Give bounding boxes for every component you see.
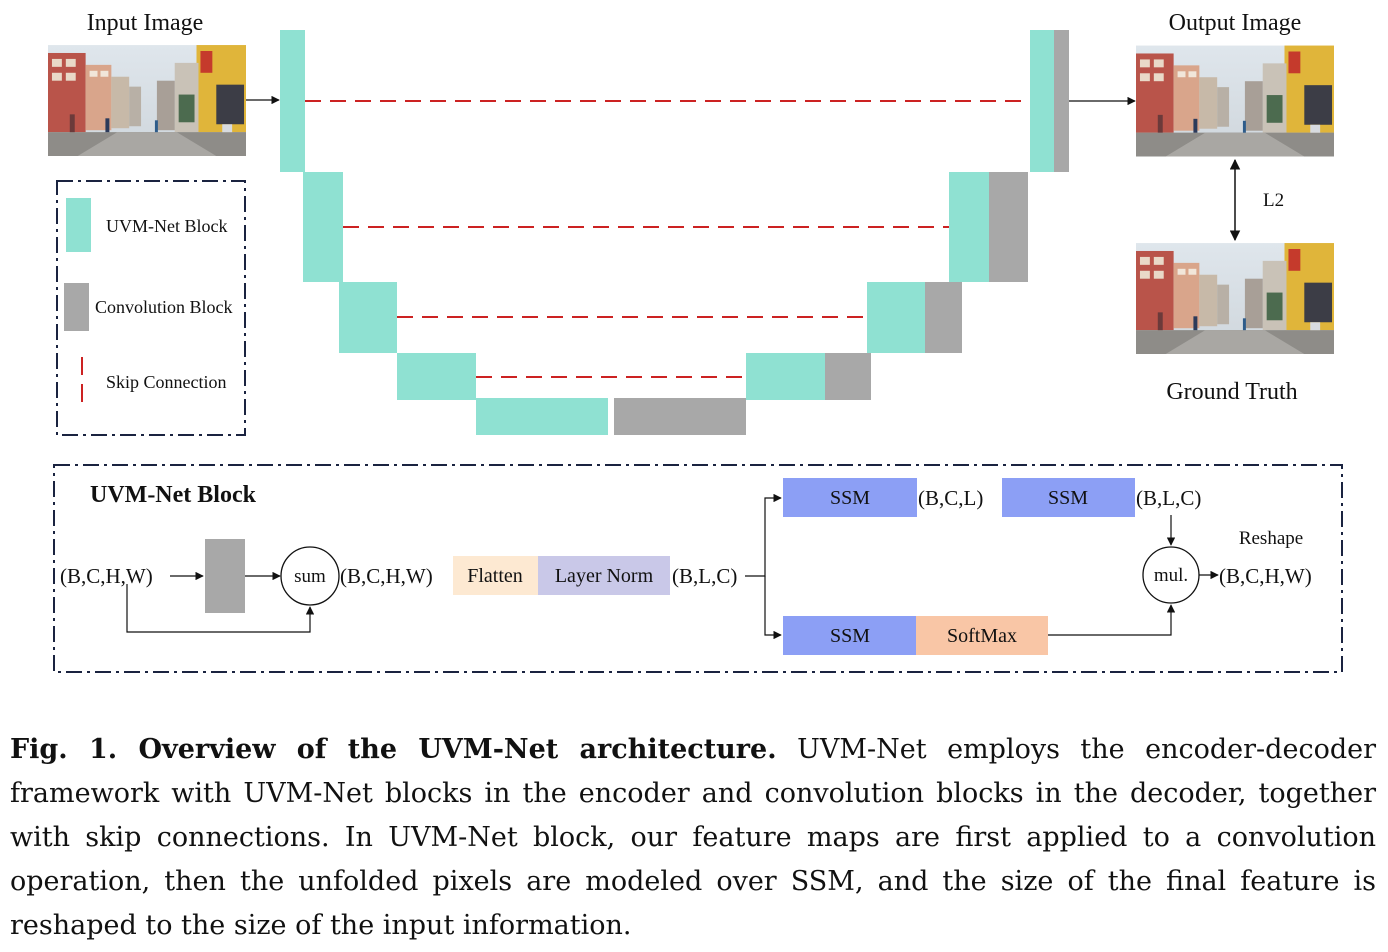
skip-connections <box>305 100 1030 378</box>
layernorm-label: Layer Norm <box>555 565 654 587</box>
decoder <box>614 30 1069 435</box>
output-image-label: Output Image <box>1169 10 1302 36</box>
flatten-box <box>453 556 538 595</box>
bottleneck-conv-block <box>614 398 746 435</box>
architecture-diagram: Input Image Output Image Ground Truth L2 <box>48 10 1343 673</box>
layernorm-box <box>538 556 670 595</box>
decoder-conv-block-2 <box>989 172 1028 282</box>
ground-truth-label: Ground Truth <box>1166 379 1297 405</box>
sum-node <box>280 546 340 606</box>
flatten-label: Flatten <box>467 565 523 587</box>
encoder-block-2 <box>303 172 343 282</box>
legend-skip-label: Skip Connection <box>106 372 227 392</box>
ssm-box-3 <box>783 616 916 655</box>
block-output-shape: (B,C,H,W) <box>1219 564 1312 588</box>
shape-after-norm: (B,L,C) <box>672 564 737 588</box>
legend-uvm-label: UVM-Net Block <box>106 216 227 236</box>
encoder-block-4 <box>397 353 476 400</box>
uvm-block-title: UVM-Net Block <box>90 482 257 508</box>
encoder-block-1 <box>280 30 305 172</box>
sum-label: sum <box>294 566 326 587</box>
encoder-block-3 <box>339 282 397 353</box>
encoder <box>280 30 608 435</box>
softmax-box <box>916 616 1048 655</box>
uvm-block-frame <box>53 464 1343 673</box>
ssm-label-3: SSM <box>830 625 870 647</box>
block-conv <box>205 539 245 613</box>
decoder-uvm-block-2 <box>949 172 989 282</box>
figure-caption: Fig. 1. Overview of the UVM-Net architec… <box>10 728 1376 948</box>
residual-path <box>126 584 315 633</box>
shape-after-ssm2: (B,L,C) <box>1136 486 1201 510</box>
decoder-conv-block-3 <box>925 282 962 353</box>
decoder-conv-block-4 <box>825 353 871 400</box>
softmax-label: SoftMax <box>947 625 1017 647</box>
shape-after-sum: (B,C,H,W) <box>340 564 433 588</box>
decoder-conv-block-1 <box>1054 30 1069 172</box>
legend-conv-icon <box>64 283 89 331</box>
ssm-box-2 <box>1002 478 1135 517</box>
branch-bottom <box>764 576 782 640</box>
legend-uvm-icon <box>66 198 91 252</box>
ssm-box-1 <box>783 478 917 517</box>
bottleneck-uvm-block <box>476 398 608 435</box>
uvm-block-detail: UVM-Net Block (B,C,H,W) sum (B,C,H,W) Fl… <box>53 464 1343 673</box>
input-image-label: Input Image <box>87 10 204 36</box>
ground-truth-image <box>1136 243 1334 354</box>
input-image <box>48 45 246 156</box>
shape-mid: (B,C,L) <box>918 486 983 510</box>
ssm-label-1: SSM <box>830 487 870 509</box>
legend-conv-label: Convolution Block <box>95 297 233 317</box>
legend: UVM-Net Block Convolution Block Skip Con… <box>56 180 246 436</box>
caption-lead: Fig. 1. Overview of the UVM-Net architec… <box>10 734 777 765</box>
arrow-to-mul-bottom <box>1048 604 1176 636</box>
decoder-uvm-block-1 <box>1030 30 1054 172</box>
branch-top <box>745 493 782 577</box>
decoder-uvm-block-4 <box>746 353 825 400</box>
output-image <box>1136 45 1334 157</box>
block-input-shape: (B,C,H,W) <box>60 564 153 588</box>
ssm-label-2: SSM <box>1048 487 1088 509</box>
l2-label: L2 <box>1263 190 1284 211</box>
decoder-uvm-block-3 <box>867 282 925 353</box>
legend-frame <box>56 180 246 436</box>
mul-label: mul. <box>1154 565 1188 586</box>
reshape-label: Reshape <box>1239 528 1303 549</box>
caption-body: UVM-Net employs the encoder-decoder fram… <box>10 734 1376 941</box>
